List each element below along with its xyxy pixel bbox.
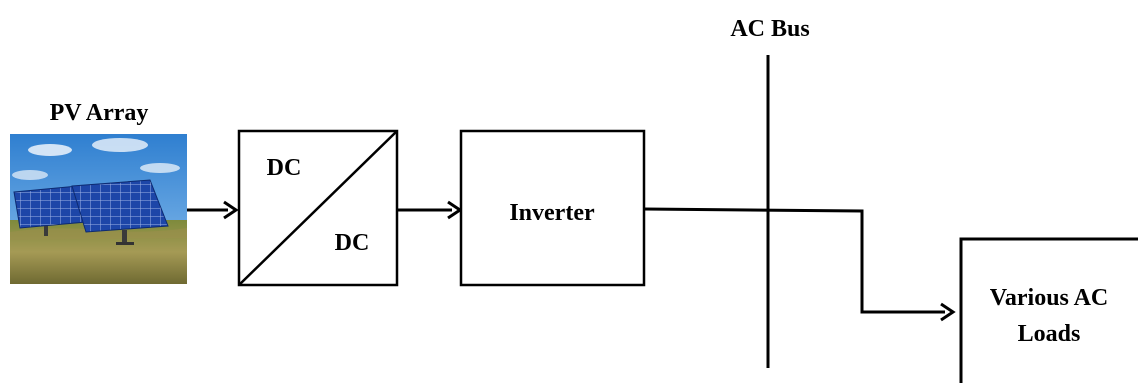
inverter-block: Inverter	[459, 129, 646, 287]
dc-dc-converter-block: DC DC	[237, 129, 399, 287]
loads-label-line2: Loads	[1018, 321, 1081, 347]
solar-panel-photo	[10, 134, 187, 284]
ac-bus: AC Bus	[730, 16, 810, 368]
arrow-dcdc-to-inverter	[397, 200, 463, 220]
connection-inverter-to-loads	[643, 207, 956, 322]
loads-label-line1: Various AC	[990, 285, 1108, 311]
arrow-pv-to-dcdc	[187, 200, 239, 220]
dc-input-label: DC	[267, 155, 302, 181]
dc-output-label: DC	[335, 230, 370, 256]
ac-loads-block: Various AC Loads	[959, 237, 1138, 383]
ac-bus-label: AC Bus	[730, 16, 809, 42]
pv-array-label: PV Array	[50, 100, 149, 126]
inverter-label: Inverter	[509, 200, 595, 226]
